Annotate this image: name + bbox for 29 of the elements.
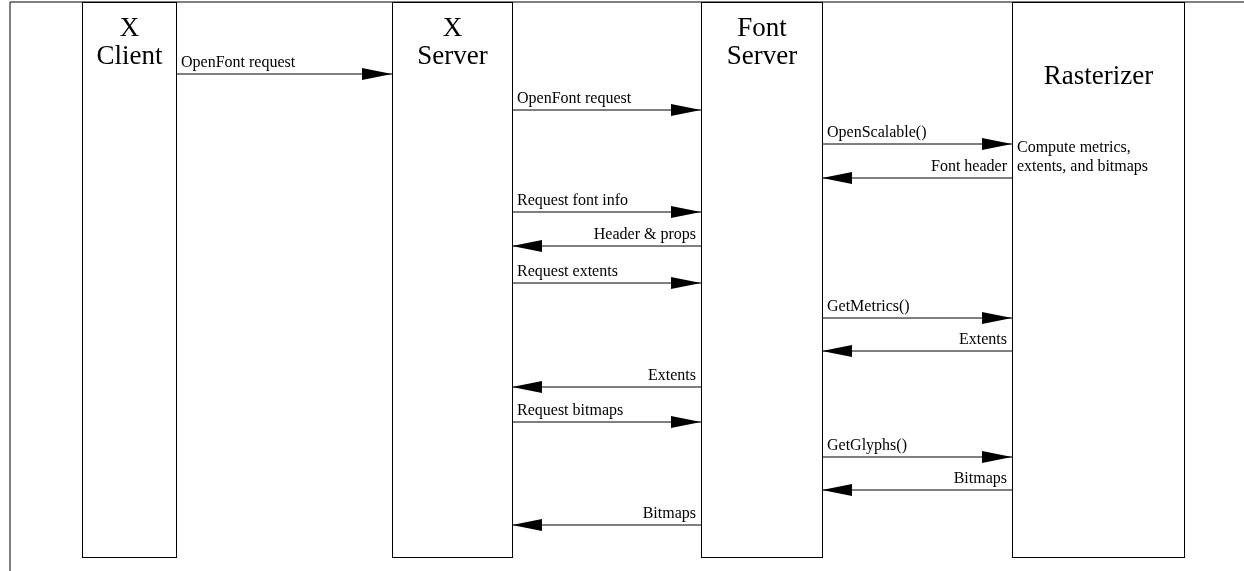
arrow — [511, 206, 702, 218]
arrow — [511, 104, 702, 116]
arrow — [511, 240, 702, 252]
edge-label: Request bitmaps — [517, 400, 624, 419]
arrow — [511, 519, 702, 531]
edge-label: Request font info — [517, 190, 629, 209]
column-title: X Server — [416, 13, 489, 69]
column-title: X Client — [95, 13, 164, 69]
arrow — [511, 277, 702, 289]
arrow — [821, 172, 1013, 184]
arrow — [821, 312, 1013, 324]
arrow — [821, 451, 1013, 463]
edge-label: GetGlyphs() — [827, 435, 907, 454]
column-title: Font Server — [725, 13, 799, 69]
column-title: Rasterizer — [1042, 61, 1155, 89]
arrow — [511, 381, 702, 393]
process-column — [392, 2, 513, 558]
edge-label: Header & props — [593, 224, 696, 243]
arrow — [175, 68, 393, 80]
process-column — [82, 2, 177, 558]
arrow — [511, 416, 702, 428]
arrow — [821, 484, 1013, 496]
process-column — [701, 2, 823, 558]
process-column — [1012, 2, 1185, 558]
edge-label: GetMetrics() — [827, 296, 910, 315]
arrow — [821, 138, 1013, 150]
note-text: Compute metrics, extents, and bitmaps — [1017, 137, 1150, 175]
arrow — [821, 345, 1013, 357]
edge-label: OpenScalable() — [827, 122, 927, 141]
